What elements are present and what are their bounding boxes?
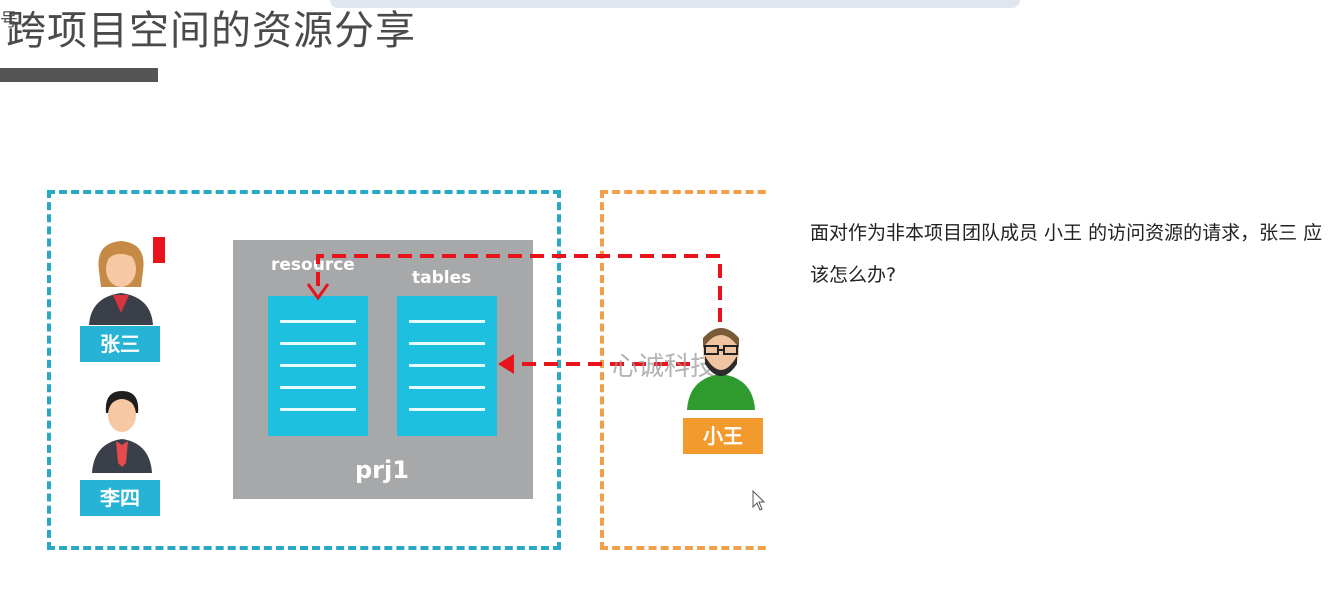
- user-tag-xiaowang: 小王: [683, 418, 763, 454]
- user-tag-zhangsan: 张三: [80, 326, 160, 362]
- external-user-icon: [687, 328, 755, 410]
- resource-label: resource: [271, 255, 355, 275]
- male-user-icon: [92, 391, 152, 473]
- title-underline: [0, 68, 158, 82]
- edge-glyph: 号: [0, 10, 18, 31]
- slide-title: 跨项目空间的资源分享: [6, 8, 416, 54]
- tables-document-icon: [397, 296, 497, 436]
- project-team-boundary: [47, 190, 561, 550]
- top-banner: [330, 0, 1020, 8]
- watermark: 心诚科技: [612, 352, 717, 382]
- user-tag-lisi: 李四: [80, 480, 160, 516]
- question-text: 面对作为非本项目团队成员 小王 的访问资源的请求，张三 应该怎么办?: [810, 222, 1323, 286]
- tables-label: tables: [412, 268, 472, 288]
- resource-document-icon: [268, 296, 368, 436]
- project-name-label: prj1: [355, 456, 409, 484]
- female-user-icon: [89, 241, 153, 325]
- mouse-cursor-icon: [752, 490, 766, 511]
- right-edge-mask: [768, 170, 808, 560]
- flag-marker: [153, 237, 165, 263]
